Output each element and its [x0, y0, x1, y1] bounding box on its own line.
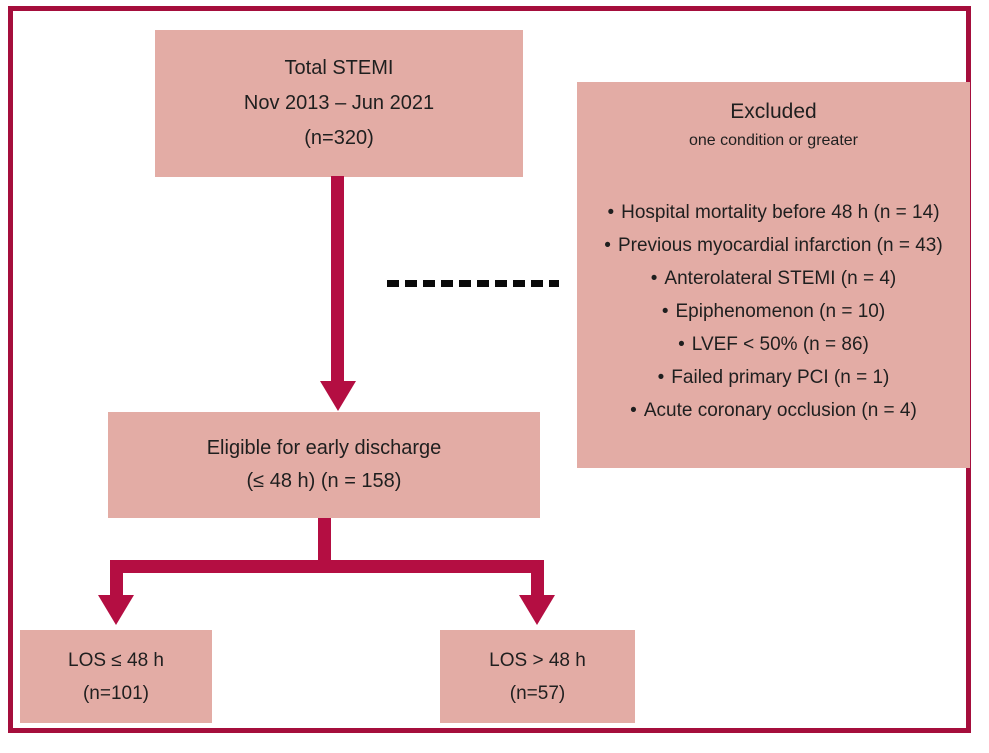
excluded-item: • Acute coronary occlusion (n = 4) [577, 394, 970, 427]
excluded-item-text: Previous myocardial infarction (n = 43) [617, 235, 943, 256]
excluded-item-text: Anterolateral STEMI (n = 4) [664, 268, 897, 289]
excluded-item-text: LVEF < 50% (n = 86) [691, 334, 869, 355]
bullet-icon: • [650, 268, 658, 289]
branch-horizontal-bar [110, 560, 544, 573]
bullet-icon: • [657, 367, 665, 388]
branch-left-drop [110, 560, 123, 596]
excluded-item: • Epiphenomenon (n = 10) [577, 295, 970, 328]
bullet-icon: • [630, 400, 637, 421]
box-eligible-line-2: (≤ 48 h) (n = 158) [246, 470, 402, 492]
arrow-to-los-short-head [98, 595, 134, 625]
branch-right-drop [531, 560, 544, 596]
excluded-item-text: Failed primary PCI (n = 1) [671, 367, 890, 388]
box-los-long-line-2: (n=57) [509, 682, 566, 704]
excluded-item-text: Hospital mortality before 48 h (n = 14) [621, 202, 940, 223]
dashed-exclusion-connector [387, 280, 559, 287]
excluded-item: • Anterolateral STEMI (n = 4) [577, 262, 970, 295]
arrow-to-los-long-head [519, 595, 555, 625]
box-total-line-3: (n=320) [304, 127, 374, 149]
bullet-icon: • [678, 334, 685, 355]
box-los-under-48h: LOS ≤ 48 h (n=101) [20, 630, 212, 723]
excluded-item: • Hospital mortality before 48 h (n = 14) [577, 196, 970, 229]
bullet-icon: • [661, 301, 669, 322]
excluded-item-text: Acute coronary occlusion (n = 4) [643, 400, 917, 421]
box-eligible-early-discharge: Eligible for early discharge (≤ 48 h) (n… [108, 412, 540, 518]
excluded-item-text: Epiphenomenon (n = 10) [675, 301, 886, 322]
bullet-icon: • [607, 202, 615, 223]
box-total-line-2: Nov 2013 – Jun 2021 [243, 92, 435, 114]
box-eligible-line-1: Eligible for early discharge [206, 437, 442, 459]
excluded-title: Excluded [730, 100, 817, 123]
arrow-total-to-eligible-head [320, 381, 356, 411]
excluded-list: • Hospital mortality before 48 h (n = 14)… [577, 196, 970, 427]
branch-stem [318, 518, 331, 566]
box-excluded: Excluded one condition or greater • Hospi… [577, 82, 970, 468]
excluded-item: • Previous myocardial infarction (n = 43) [577, 229, 970, 262]
box-los-short-line-2: (n=101) [82, 682, 150, 704]
excluded-item: • LVEF < 50% (n = 86) [577, 328, 970, 361]
box-los-long-line-1: LOS > 48 h [489, 649, 586, 671]
box-los-over-48h: LOS > 48 h (n=57) [440, 630, 635, 723]
box-total-stemi: Total STEMI Nov 2013 – Jun 2021 (n=320) [155, 30, 523, 177]
arrow-total-to-eligible-stem [331, 176, 344, 382]
excluded-subtitle: one condition or greater [689, 132, 858, 149]
box-los-short-line-1: LOS ≤ 48 h [68, 649, 164, 671]
excluded-item: • Failed primary PCI (n = 1) [577, 361, 970, 394]
box-total-line-1: Total STEMI [284, 57, 394, 79]
bullet-icon: • [604, 235, 611, 256]
